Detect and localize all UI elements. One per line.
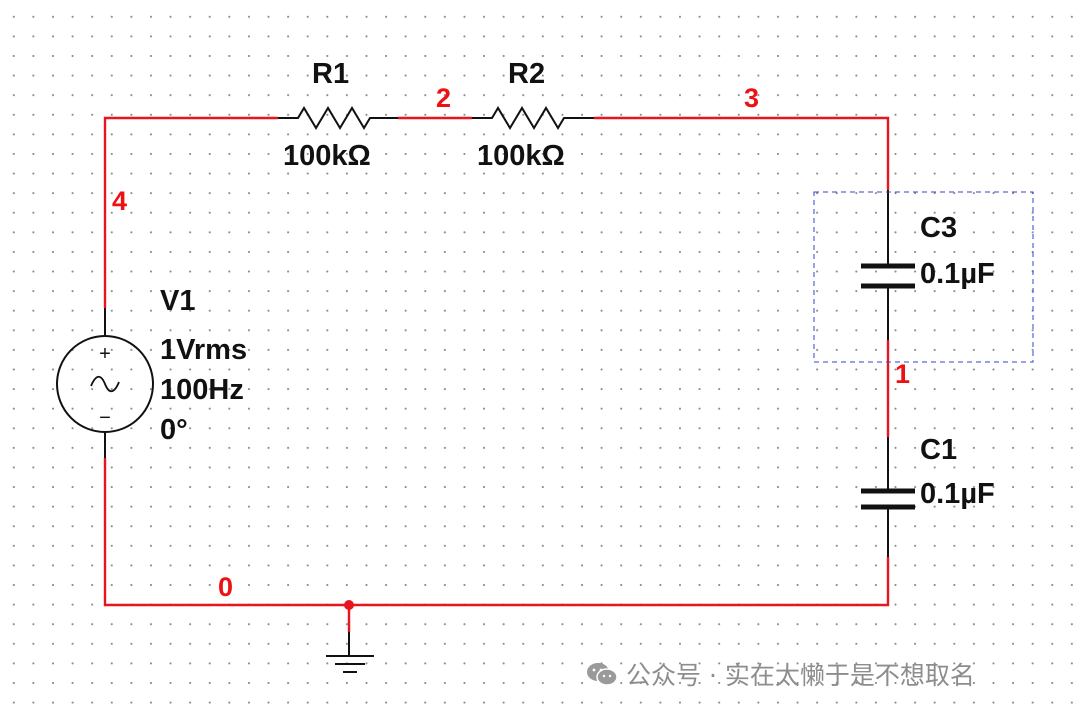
wire-net-0-bottom — [103, 458, 890, 607]
resistor-r1[interactable] — [278, 106, 398, 130]
c1-ref-label: C1 — [920, 434, 958, 466]
r2-value-label: 100kΩ — [477, 140, 565, 172]
wire-net-3-top — [594, 116, 890, 190]
r1-ref-label: R1 — [312, 58, 350, 90]
source-minus-sign: − — [99, 407, 111, 429]
watermark: 公众号 · 实在太懒于是不想取名 — [586, 656, 975, 692]
v1-ref-label: V1 — [160, 285, 196, 317]
net-label-4: 4 — [112, 186, 128, 216]
v1-phase-label: 0° — [160, 414, 188, 446]
watermark-text: 公众号 · 实在太懒于是不想取名 — [626, 661, 975, 690]
r2-ref-label: R2 — [508, 58, 546, 90]
c3-ref-label: C3 — [920, 212, 958, 244]
wire-net-4-left — [103, 116, 278, 308]
v1-frequency-label: 100Hz — [160, 374, 244, 406]
resistor-r2[interactable] — [472, 106, 594, 130]
ground-icon[interactable] — [326, 632, 374, 673]
net-label-3: 3 — [744, 83, 760, 113]
capacitor-c3[interactable] — [861, 190, 915, 340]
v1-amplitude-label: 1Vrms — [160, 334, 248, 366]
net-label-1: 1 — [895, 359, 911, 389]
capacitor-c1[interactable] — [861, 437, 915, 557]
ac-voltage-source-v1[interactable]: + − — [56, 308, 154, 458]
c3-value-label: 0.1µF — [920, 258, 995, 290]
sine-wave-icon — [90, 375, 120, 393]
c1-value-label: 0.1µF — [920, 478, 995, 510]
net-label-2: 2 — [436, 83, 452, 113]
junction-dot — [344, 600, 354, 610]
source-plus-sign: + — [99, 343, 111, 365]
r1-value-label: 100kΩ — [283, 140, 371, 172]
net-label-0: 0 — [218, 572, 234, 602]
wechat-icon — [587, 663, 618, 686]
selection-box — [813, 191, 1034, 363]
